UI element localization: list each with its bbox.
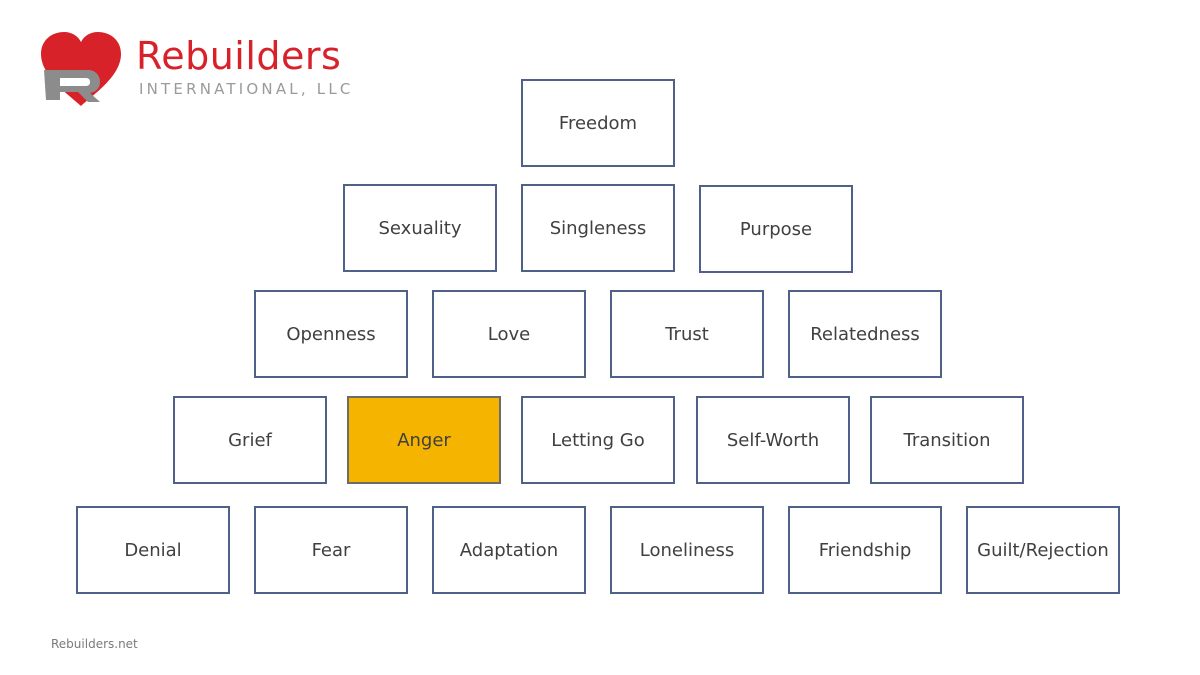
box-sexuality: Sexuality	[343, 184, 497, 272]
company-subtitle: INTERNATIONAL, LLC	[139, 80, 354, 98]
box-letting-go: Letting Go	[521, 396, 675, 484]
box-purpose: Purpose	[699, 185, 853, 273]
box-guilt-rejection: Guilt/Rejection	[966, 506, 1120, 594]
heart-r-logo-icon	[41, 32, 121, 106]
box-adaptation: Adaptation	[432, 506, 586, 594]
box-loneliness: Loneliness	[610, 506, 764, 594]
box-denial: Denial	[76, 506, 230, 594]
box-anger-highlighted: Anger	[347, 396, 501, 484]
box-friendship: Friendship	[788, 506, 942, 594]
box-freedom: Freedom	[521, 79, 675, 167]
footer-website: Rebuilders.net	[51, 637, 138, 651]
box-singleness: Singleness	[521, 184, 675, 272]
box-trust: Trust	[610, 290, 764, 378]
box-fear: Fear	[254, 506, 408, 594]
box-relatedness: Relatedness	[788, 290, 942, 378]
box-grief: Grief	[173, 396, 327, 484]
box-love: Love	[432, 290, 586, 378]
box-openness: Openness	[254, 290, 408, 378]
box-self-worth: Self-Worth	[696, 396, 850, 484]
company-name: Rebuilders	[136, 34, 342, 78]
box-transition: Transition	[870, 396, 1024, 484]
company-logo: Rebuilders INTERNATIONAL, LLC	[38, 30, 378, 110]
